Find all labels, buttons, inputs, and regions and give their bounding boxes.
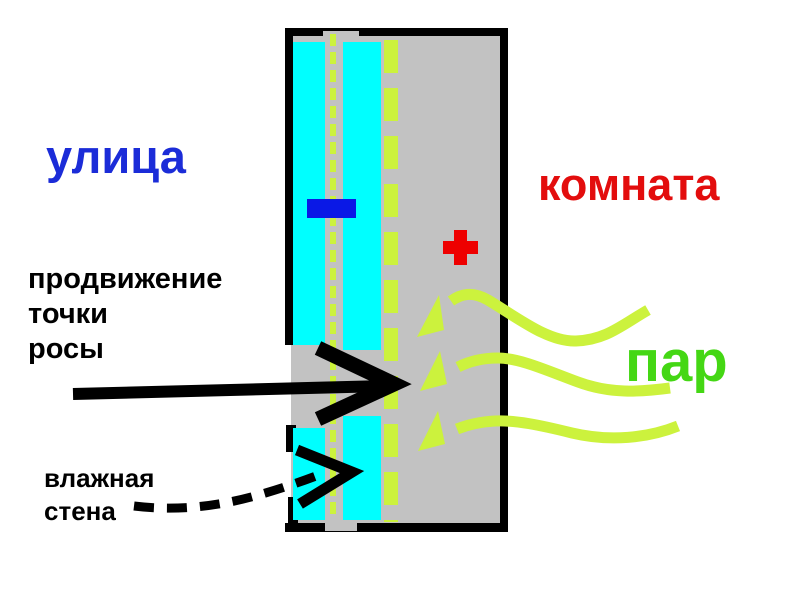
wall-border-bottom	[285, 523, 508, 532]
steam-arrow-2-head	[420, 351, 447, 391]
wall-border-left-middle	[286, 425, 296, 452]
steam-arrow-3-shaft	[454, 415, 681, 444]
cold-layer-1-upper	[293, 42, 325, 345]
steam-arrow-2-shaft	[455, 352, 671, 397]
wet-wall-label: влажная стена	[44, 463, 155, 526]
top-border-notch	[323, 31, 359, 42]
wet-wall-arrow	[133, 444, 365, 513]
wall-border-left-upper	[285, 28, 293, 345]
wall-border-top	[285, 28, 508, 36]
wet-wall-arrow-shaft	[133, 471, 318, 513]
wall-border-right	[500, 28, 508, 532]
room-label: комната	[538, 159, 720, 210]
street-label: улица	[46, 130, 186, 183]
dew-point-arrow-shaft	[72, 380, 386, 400]
steam-arrow-1	[417, 289, 651, 347]
dew-point-arrow-head	[314, 341, 412, 426]
steam-arrow-1-head	[417, 295, 444, 337]
dew-point-arrow	[72, 341, 412, 426]
minus-icon	[307, 199, 356, 218]
steam-label: пар	[625, 329, 728, 394]
cold-layer-2-upper	[343, 42, 381, 350]
steam-arrow-3	[418, 411, 681, 451]
steam-arrow-2	[420, 351, 671, 397]
steam-arrow-1-shaft	[447, 289, 651, 347]
plus-vertical-bar	[454, 230, 467, 265]
wet-wall-arrow-head	[294, 444, 365, 509]
steam-arrow-3-head	[418, 411, 445, 451]
plus-icon	[443, 230, 478, 265]
bottom-border-notch	[325, 521, 357, 531]
dew-point-label: продвижение точки росы	[28, 263, 223, 365]
